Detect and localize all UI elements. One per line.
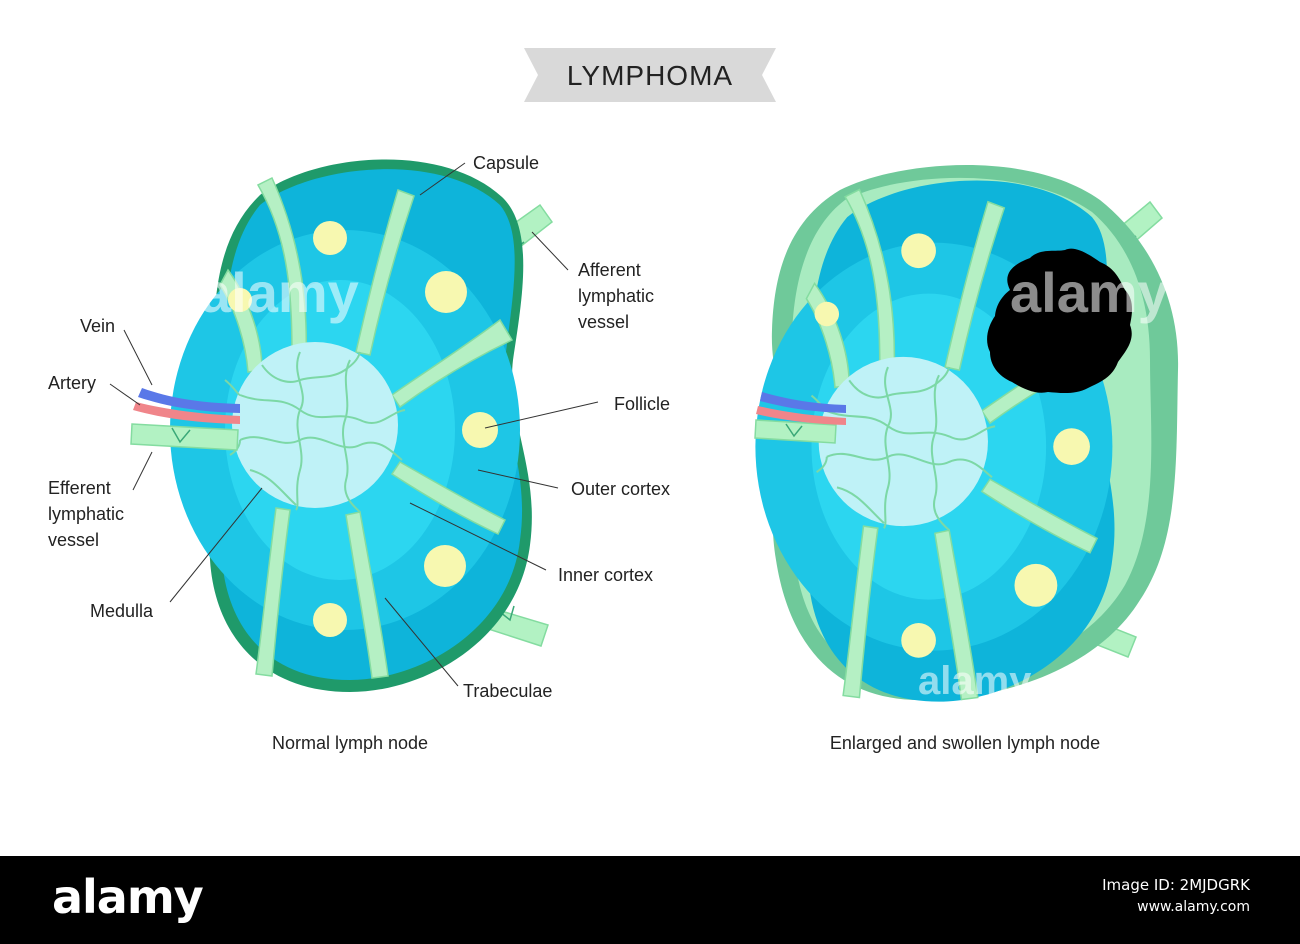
label-afferent: Afferent lymphatic vessel: [578, 260, 659, 332]
enlarged-lymph-node: Enlarged and swollen lymph node: [754, 165, 1179, 753]
image-id-block: Image ID: 2MJDGRK www.alamy.com: [1102, 874, 1250, 918]
watermark: alamy alamy alamy: [200, 261, 1169, 703]
vein: [138, 388, 240, 413]
efferent-vessel-right: [754, 419, 837, 444]
caption-enlarged: Enlarged and swollen lymph node: [830, 733, 1100, 753]
tumor-mass: [987, 248, 1133, 394]
caption-normal: Normal lymph node: [272, 733, 428, 753]
footer-bar: alamy Image ID: 2MJDGRK www.alamy.com: [0, 856, 1300, 944]
svg-text:alamy: alamy: [1010, 261, 1169, 324]
normal-lymph-node: Capsule Afferent lymphatic vessel Vein A…: [48, 153, 670, 753]
label-artery: Artery: [48, 373, 96, 393]
label-follicle: Follicle: [614, 394, 670, 414]
label-outer-cortex: Outer cortex: [571, 479, 670, 499]
label-vein: Vein: [80, 316, 115, 336]
alamy-logo: alamy: [52, 870, 204, 924]
label-capsule: Capsule: [473, 153, 539, 173]
artery-right: [756, 406, 846, 425]
label-efferent: Efferent lymphatic vessel: [48, 478, 129, 550]
vein-right: [760, 392, 846, 413]
label-trabeculae: Trabeculae: [463, 681, 552, 701]
leader-lines: [109, 162, 599, 687]
svg-text:alamy: alamy: [200, 261, 359, 324]
page-title: LYMPHOMA: [567, 60, 733, 91]
artery: [133, 402, 240, 424]
label-medulla: Medulla: [90, 601, 154, 621]
title-banner: LYMPHOMA: [524, 48, 776, 102]
site-url: www.alamy.com: [1137, 899, 1250, 915]
label-inner-cortex: Inner cortex: [558, 565, 653, 585]
lymphoma-diagram: LYMPHOMA: [48, 48, 1179, 753]
efferent-vessel: [130, 423, 239, 451]
svg-text:alamy: alamy: [918, 659, 1032, 703]
image-id: Image ID: 2MJDGRK: [1102, 876, 1250, 894]
